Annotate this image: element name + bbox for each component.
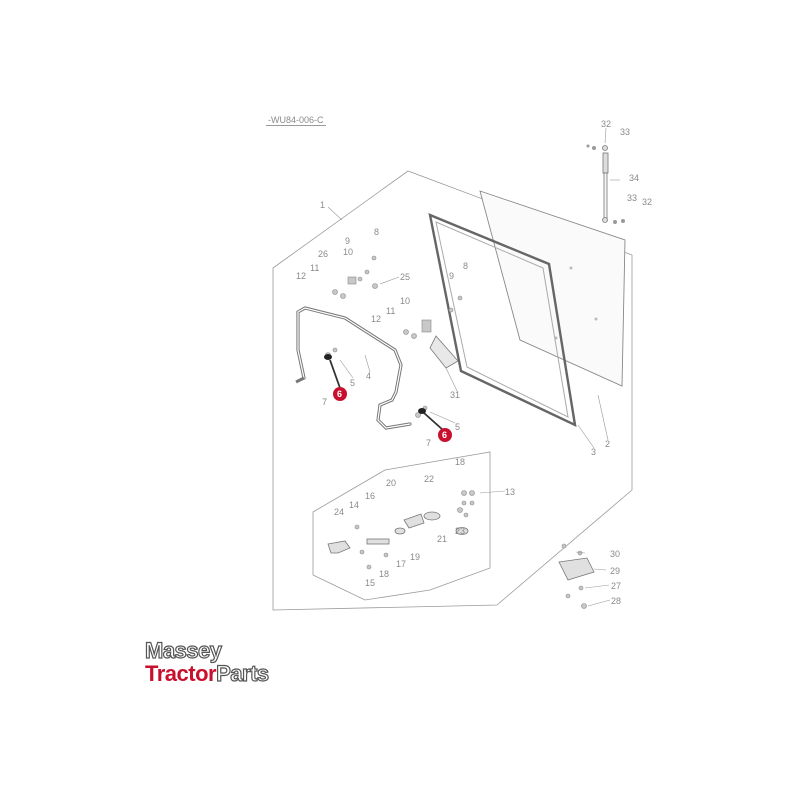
callout-26: 26 bbox=[318, 249, 328, 259]
callout-27: 27 bbox=[611, 581, 621, 591]
callout-31: 31 bbox=[450, 390, 460, 400]
callout-12b: 12 bbox=[371, 314, 381, 324]
callout-34: 34 bbox=[629, 173, 639, 183]
callout-11b: 11 bbox=[386, 306, 395, 316]
callout-29: 29 bbox=[610, 566, 620, 576]
callout-21: 21 bbox=[437, 534, 447, 544]
logo-parts: Parts bbox=[215, 661, 269, 686]
callout-7b: 7 bbox=[426, 438, 431, 448]
highlight-6b bbox=[438, 428, 452, 442]
callout-28: 28 bbox=[611, 596, 621, 606]
latch-parts bbox=[327, 511, 595, 581]
callout-24: 24 bbox=[334, 507, 344, 517]
callout-3: 3 bbox=[591, 447, 596, 457]
callout-9a: 9 bbox=[345, 236, 350, 246]
callout-17: 17 bbox=[396, 559, 406, 569]
callout-18a: 18 bbox=[379, 569, 389, 579]
callout-5b: 5 bbox=[455, 422, 460, 432]
callout-8b: 8 bbox=[463, 261, 468, 271]
callout-19: 19 bbox=[410, 552, 420, 562]
callout-1: 1 bbox=[320, 200, 325, 210]
logo-massey: Massey bbox=[144, 638, 222, 663]
callout-30: 30 bbox=[610, 549, 620, 559]
callout-10b: 10 bbox=[400, 296, 410, 306]
callout-14: 14 bbox=[349, 500, 359, 510]
callout-20: 20 bbox=[386, 478, 396, 488]
subassembly-outline bbox=[312, 451, 491, 601]
callout-12a: 12 bbox=[296, 271, 306, 281]
callout-23: 23 bbox=[455, 526, 465, 536]
callout-4: 4 bbox=[366, 371, 371, 381]
hardware bbox=[325, 255, 587, 609]
callout-32b: 32 bbox=[642, 197, 652, 207]
callout-8a: 8 bbox=[374, 227, 379, 237]
callout-22: 22 bbox=[424, 474, 434, 484]
callout-7a: 7 bbox=[322, 397, 327, 407]
callout-13: 13 bbox=[505, 487, 515, 497]
handle-rail bbox=[296, 306, 412, 430]
callout-9b: 9 bbox=[449, 271, 454, 281]
highlighted-callouts: 6 6 bbox=[324, 354, 452, 442]
callout-5a: 5 bbox=[350, 378, 355, 388]
callout-33b: 33 bbox=[627, 193, 637, 203]
ref-code: -WU84-006-C bbox=[266, 115, 326, 126]
gas-strut bbox=[602, 145, 609, 223]
callout-18b: 18 bbox=[455, 457, 465, 467]
callout-11a: 11 bbox=[310, 263, 319, 273]
highlight-6a bbox=[333, 387, 347, 401]
brand-logo: Massey TractorParts bbox=[144, 638, 270, 686]
callout-16: 16 bbox=[365, 491, 375, 501]
callout-25: 25 bbox=[400, 272, 410, 282]
callout-15: 15 bbox=[365, 578, 375, 588]
logo-tractorparts: TractorParts bbox=[145, 661, 270, 686]
logo-tractor: Tractor bbox=[145, 661, 217, 686]
svg-text:6: 6 bbox=[337, 389, 342, 399]
assembly-outline bbox=[272, 170, 633, 611]
callout-33a: 33 bbox=[620, 127, 630, 137]
callout-10a: 10 bbox=[343, 247, 353, 257]
window-frame bbox=[428, 213, 577, 428]
callout-2: 2 bbox=[605, 439, 610, 449]
callout-32a: 32 bbox=[601, 119, 611, 129]
svg-text:6: 6 bbox=[442, 430, 447, 440]
callout-labels: 1 2 3 4 5 5 7 7 8 8 9 9 10 10 11 11 12 1… bbox=[296, 119, 652, 606]
